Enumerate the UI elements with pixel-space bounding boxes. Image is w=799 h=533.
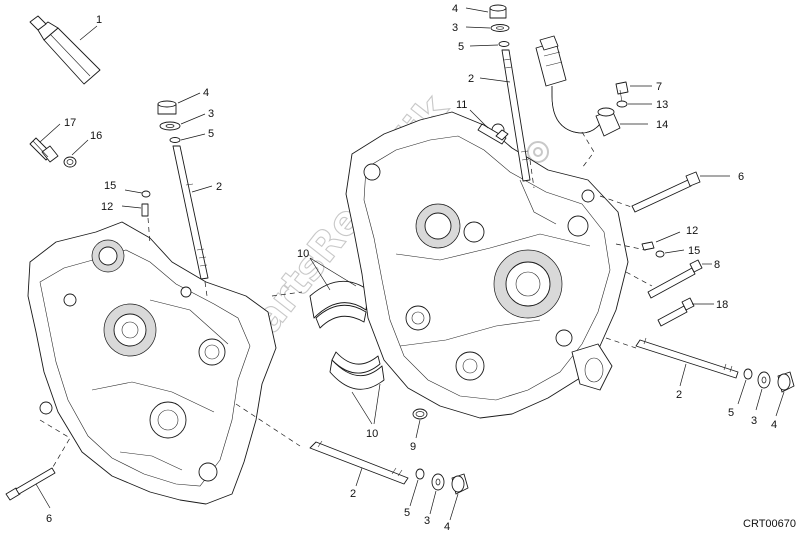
callout-6-left: 6 — [46, 513, 52, 525]
seal-ring-right[interactable] — [737, 368, 753, 405]
alignment-line-right-2 — [599, 195, 641, 211]
stud-bolt-right-top[interactable] — [479, 49, 531, 182]
alignment-line-left-4 — [235, 403, 301, 447]
alignment-line-right-1 — [581, 131, 595, 169]
watermark-gear-icon — [527, 141, 549, 163]
stud-nut-bottom[interactable] — [449, 473, 469, 521]
callout-7: 7 — [656, 81, 662, 93]
alignment-line-right-5 — [605, 337, 637, 349]
washer-right[interactable] — [755, 371, 771, 411]
callout-13: 13 — [656, 99, 668, 111]
alignment-line-left-2 — [147, 217, 151, 245]
callout-2-right-top: 2 — [468, 73, 474, 85]
dowel-right[interactable] — [641, 231, 681, 251]
callout-2-right: 2 — [676, 389, 682, 401]
right-crankcase-half[interactable] — [345, 111, 629, 419]
callout-5-right: 5 — [728, 407, 734, 419]
callout-15-right: 15 — [688, 245, 700, 257]
callout-10-top: 10 — [297, 248, 309, 260]
sealing-washer[interactable] — [63, 139, 89, 168]
seal-ring-bottom[interactable] — [409, 468, 425, 507]
seal-ring-left-top[interactable] — [169, 133, 206, 143]
stud-bolt-bottom[interactable] — [309, 440, 409, 487]
screw-7[interactable] — [615, 81, 652, 103]
o-ring-right[interactable] — [655, 249, 685, 258]
sealant-tube[interactable] — [29, 15, 101, 85]
callout-14: 14 — [656, 119, 668, 131]
bolt-18[interactable] — [657, 297, 714, 327]
callout-1: 1 — [96, 14, 102, 26]
callout-3-right: 3 — [751, 415, 757, 427]
left-crankcase-half[interactable] — [27, 221, 277, 505]
callout-5-bottom: 5 — [404, 507, 410, 519]
stud-bolt-right[interactable] — [635, 337, 739, 387]
callout-2-bottom: 2 — [350, 488, 356, 500]
washer-left-top[interactable] — [159, 113, 206, 131]
breather-fitting[interactable] — [29, 123, 61, 163]
stud-nut-right[interactable] — [775, 371, 795, 417]
callout-3-bottom: 3 — [424, 515, 430, 527]
o-ring-9[interactable] — [412, 408, 428, 439]
callout-9: 9 — [410, 441, 416, 453]
callout-10-bottom: 10 — [366, 428, 378, 440]
stud-bolt-left-top[interactable] — [172, 145, 213, 280]
callout-4-right: 4 — [771, 419, 777, 431]
main-bearing-bottom[interactable] — [329, 351, 385, 425]
callout-11: 11 — [456, 99, 467, 111]
callout-4-right-top: 4 — [452, 3, 458, 15]
stud-nut-left-top[interactable] — [157, 92, 201, 115]
callout-3-left-top: 3 — [208, 108, 214, 120]
washer-bottom[interactable] — [429, 473, 445, 515]
callout-4-bottom: 4 — [444, 521, 450, 533]
bolt-8[interactable] — [647, 259, 712, 299]
o-ring-left[interactable] — [124, 189, 151, 198]
callout-6-right: 6 — [738, 171, 744, 183]
alignment-line-right-4 — [625, 271, 653, 287]
callout-15-left: 15 — [104, 180, 116, 192]
speed-sensor[interactable] — [595, 107, 648, 137]
washer-right-top[interactable] — [465, 24, 510, 32]
bolt-right-6[interactable] — [631, 171, 730, 213]
callout-3-right-top: 3 — [452, 22, 458, 34]
seal-ring-right-top[interactable] — [469, 41, 510, 47]
alignment-line-left-1 — [39, 419, 71, 473]
callout-2-left-top: 2 — [216, 181, 222, 193]
stud-nut-right-top[interactable] — [465, 4, 507, 19]
callout-labels: 1 17 16 15 12 4 3 5 2 10 10 6 2 5 3 4 9 … — [46, 3, 777, 533]
callout-5-left-top: 5 — [208, 128, 214, 140]
callout-12-left: 12 — [101, 201, 113, 213]
bolt-left-bottom[interactable] — [5, 467, 56, 509]
dowel-left[interactable] — [121, 203, 149, 217]
drawing-code: CRT00670 — [743, 518, 796, 530]
callout-16: 16 — [90, 130, 102, 142]
alignment-line-left-3 — [204, 281, 208, 297]
alignment-line-right-6 — [529, 159, 535, 189]
callout-4-left-top: 4 — [203, 87, 209, 99]
sensor-connector[interactable] — [535, 35, 601, 134]
washer-13[interactable] — [616, 100, 652, 108]
bolt-11[interactable] — [469, 109, 509, 145]
callout-12-right: 12 — [686, 225, 698, 237]
callout-17: 17 — [64, 117, 76, 129]
callout-18: 18 — [716, 299, 728, 311]
callout-8: 8 — [714, 259, 720, 271]
callout-5-right-top: 5 — [458, 41, 464, 53]
